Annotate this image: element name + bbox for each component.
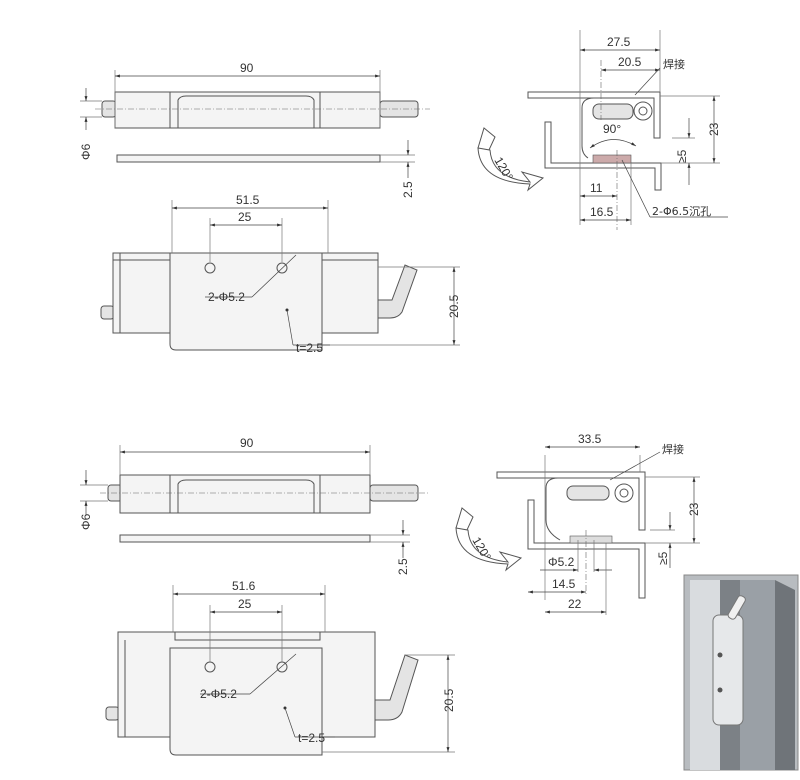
frame-plate xyxy=(527,499,646,599)
dim-width-inner: 20.5 xyxy=(618,55,642,69)
base-plate xyxy=(119,534,371,543)
knuckle-cutout xyxy=(177,479,315,513)
dim-width: 20.5 xyxy=(447,294,461,318)
knuckle xyxy=(169,474,321,514)
dim-pin-diameter: Φ6 xyxy=(79,513,93,530)
hinge-leaf xyxy=(545,477,561,541)
dim-hole-offset: 14.5 xyxy=(552,577,576,591)
hinge-2-section-view: 33.5 焊接 23 ≥5 120° Φ5.2 14.5 22 xyxy=(455,432,701,615)
product-photo xyxy=(683,574,799,771)
pin xyxy=(566,485,610,501)
leaf-plate xyxy=(169,647,323,756)
dim-width: 20.5 xyxy=(442,688,456,712)
dim-hole-spacing: 25 xyxy=(238,597,252,611)
base-plate xyxy=(116,154,381,163)
knuckle xyxy=(169,91,321,129)
hinge-leaf xyxy=(581,97,595,159)
hinge-1-section-view: 90° 27.5 20.5 焊接 23 ≥5 120° 11 16.5 2-Φ6… xyxy=(477,30,728,230)
bent-pin xyxy=(374,654,419,721)
hinge-2-front-view: 90 Φ6 2.5 xyxy=(79,436,430,575)
label-thickness: t=2.5 xyxy=(298,731,325,745)
dim-hole-offset-2: 22 xyxy=(568,597,582,611)
dim-hole-diameter: Φ5.2 xyxy=(548,555,575,569)
bent-pin xyxy=(377,264,418,319)
dim-length: 90 xyxy=(240,436,254,450)
dim-hole-span: 51.5 xyxy=(236,193,260,207)
angle-90: 90° xyxy=(603,122,621,136)
dim-hole-offset: 11 xyxy=(590,181,603,195)
dim-width-outer: 27.5 xyxy=(607,35,631,49)
dim-hole-span: 51.6 xyxy=(232,579,256,593)
dim-height: 23 xyxy=(707,122,721,136)
pin-left xyxy=(105,706,120,721)
mount-hole xyxy=(569,535,613,544)
dim-width-outer: 33.5 xyxy=(578,432,602,446)
label-thickness: t=2.5 xyxy=(296,341,323,355)
rotation-arrow-icon xyxy=(455,507,523,572)
pin-left xyxy=(100,305,115,320)
hinge-2-top-view: 51.6 25 2-Φ5.2 20.5 t=2.5 xyxy=(105,579,456,756)
countersink-hole xyxy=(592,154,632,164)
label-holes: 2-Φ5.2 xyxy=(200,687,237,701)
dim-plate-thickness: 2.5 xyxy=(401,181,415,198)
dim-height: 23 xyxy=(687,502,701,516)
rotation-arrow-icon xyxy=(477,127,545,192)
label-weld: 焊接 xyxy=(662,442,684,456)
pin xyxy=(592,103,634,120)
dim-pin-diameter: Φ6 xyxy=(79,143,93,160)
dim-gap: ≥5 xyxy=(656,551,670,565)
dim-hole-spacing: 25 xyxy=(238,210,252,224)
hinge-1-front-view: 90 Φ6 2.5 xyxy=(79,61,430,198)
label-weld: 焊接 xyxy=(663,57,685,71)
hinge-1-top-view: 51.5 25 2-Φ5.2 20.5 t=2.5 xyxy=(100,193,461,355)
dim-length: 90 xyxy=(240,61,254,75)
door-plate xyxy=(496,471,646,531)
leaf-plate xyxy=(169,252,323,351)
dim-gap: ≥5 xyxy=(675,149,689,163)
frame-plate xyxy=(544,121,662,191)
knuckle-cutout xyxy=(177,95,315,128)
dim-hole-offset-2: 16.5 xyxy=(590,205,614,219)
mount-hole xyxy=(204,262,216,274)
dim-plate-thickness: 2.5 xyxy=(396,558,410,575)
label-holes: 2-Φ5.2 xyxy=(208,290,245,304)
mount-hole xyxy=(276,262,288,274)
label-countersink: 2-Φ6.5沉孔 xyxy=(652,205,711,218)
knuckle-edge xyxy=(174,631,321,641)
